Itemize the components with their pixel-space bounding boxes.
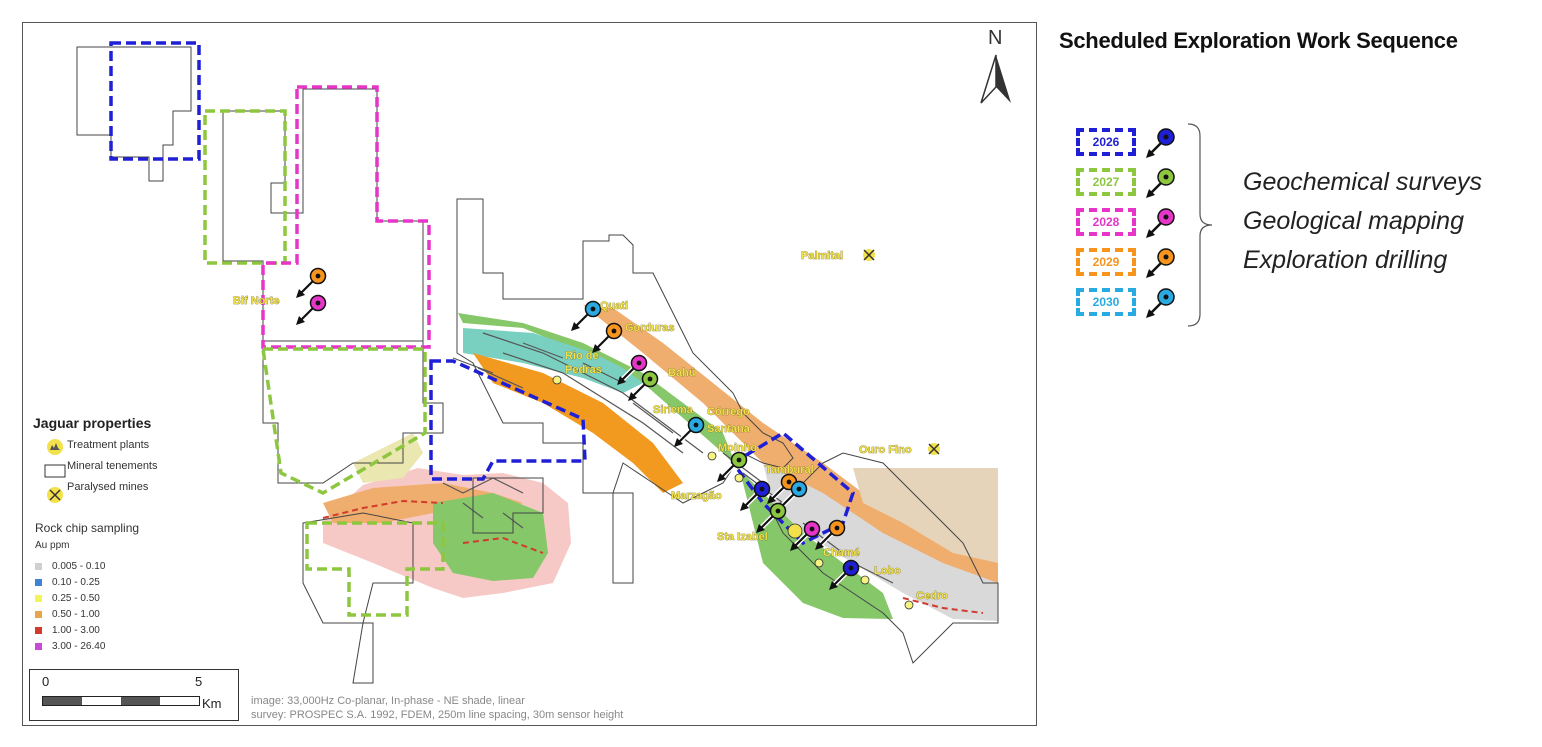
polygon-2027-north (203, 109, 287, 265)
label-marzagao: Marzagão (671, 490, 722, 502)
polygon-2027-south (260, 347, 445, 617)
rock-chip-class-row: 0.005 - 0.10 (35, 561, 105, 575)
label-palmital: Palmital (801, 250, 843, 262)
north-arrow-icon (980, 54, 1011, 104)
work-pin-icon (617, 354, 648, 385)
scale-zero: 0 (42, 674, 50, 689)
label-siriema: Siriema (653, 404, 694, 416)
scale-bar-graphic (42, 696, 200, 706)
label-lobo: Lobo (874, 565, 901, 577)
legend-item-paralysed: Paralysed mines (67, 481, 149, 493)
rock-chip-class-row: 0.50 - 1.00 (35, 609, 100, 623)
work-pin-icon (296, 267, 327, 298)
treatment-plant-icon (787, 523, 803, 539)
work-pin-icon (829, 559, 860, 590)
rock-chip-range: 0.25 - 0.50 (52, 593, 100, 604)
tenement-box-icon (44, 464, 66, 478)
work-pin-icon (815, 519, 846, 550)
rock-chip-swatch (35, 626, 42, 634)
north-label: N (988, 27, 1003, 49)
label-santana: Santana (707, 423, 751, 435)
work-pin-icon (740, 480, 771, 511)
label-bif-norte: Bif Norte (233, 295, 279, 307)
label-rio-de: Rio de (565, 350, 599, 362)
geology-southwest (323, 433, 571, 598)
schedule-title: Scheduled Exploration Work Sequence (1059, 28, 1458, 53)
activity-geochemical: Geochemical surveys (1243, 168, 1482, 196)
legend-item-treatment: Treatment plants (67, 439, 150, 451)
caption-survey: survey: PROSPEC S.A. 1992, FDEM, 250m li… (251, 709, 624, 721)
label-pedras: Pedras (565, 364, 602, 376)
label-corrego: Córrego (707, 406, 750, 418)
work-pin-icon (592, 322, 623, 353)
rock-chip-class-row: 0.25 - 0.50 (35, 593, 100, 607)
legend-item-tenements: Mineral tenements (67, 460, 158, 472)
paralysed-mine-icon (928, 443, 940, 455)
map-frame[interactable]: Bif Norte Quati Gorduras Rio de Pedras B… (22, 22, 1037, 726)
pin-icon-2029 (1146, 248, 1175, 278)
label-moinho: Moinho (718, 442, 757, 454)
label-gorduras: Gorduras (625, 322, 675, 334)
sample-points (322, 499, 984, 614)
rock-chip-range: 1.00 - 3.00 (52, 625, 100, 636)
label-sta-izabel: Sta Izabel (717, 531, 768, 543)
work-pin-icon (674, 416, 705, 447)
label-chame: Chamé (823, 547, 860, 559)
scale-unit: Km (202, 696, 222, 711)
polygon-2028-north (261, 85, 431, 349)
rock-chip-unit: Au ppm (35, 540, 70, 551)
work-pin-icon (628, 370, 659, 401)
map-canvas[interactable]: Bif Norte Quati Gorduras Rio de Pedras B… (23, 23, 1036, 725)
rock-chip-swatch (35, 642, 42, 650)
caption-image: image: 33,000Hz Co-planar, In-phase - NE… (251, 695, 525, 707)
rock-chip-swatch (35, 594, 42, 602)
work-pin-icon (790, 520, 821, 551)
label-bahu: Bahú (668, 367, 696, 379)
paralysed-mine-icon (863, 249, 875, 261)
polygon-2026-north (109, 41, 201, 161)
scale-five: 5 (195, 674, 203, 689)
rock-chip-class-row: 0.10 - 0.25 (35, 577, 100, 591)
scale-bar: 0 5 Km (29, 669, 239, 721)
year-box-2030: 2030 (1076, 288, 1136, 316)
brace-icon (1187, 123, 1213, 327)
pin-icon-2026 (1146, 128, 1175, 158)
label-cedro: Cedro (916, 590, 948, 602)
year-box-2029: 2029 (1076, 248, 1136, 276)
work-pin-icon (717, 451, 748, 482)
rock-chip-title: Rock chip sampling (35, 521, 140, 535)
year-box-2028: 2028 (1076, 208, 1136, 236)
year-box-2026: 2026 (1076, 128, 1136, 156)
rock-chip-range: 3.00 - 26.40 (52, 641, 106, 652)
rock-chip-swatch (35, 610, 42, 618)
location-labels: Bif Norte Quati Gorduras Rio de Pedras B… (233, 250, 949, 603)
work-pins (296, 267, 860, 590)
pin-icon-2030 (1146, 288, 1175, 318)
year-box-2027: 2027 (1076, 168, 1136, 196)
legend-title: Jaguar properties (33, 415, 152, 431)
rock-chip-range: 0.10 - 0.25 (52, 577, 100, 588)
location-dots (552, 375, 914, 610)
work-pin-icon (756, 502, 787, 533)
activity-geological: Geological mapping (1243, 207, 1464, 235)
activity-drilling: Exploration drilling (1243, 246, 1448, 274)
rock-chip-swatch (35, 578, 42, 586)
rock-chip-swatch (35, 562, 42, 570)
pin-icon-2027 (1146, 168, 1175, 198)
rock-chip-class-row: 1.00 - 3.00 (35, 625, 100, 639)
work-pin-icon (296, 294, 327, 325)
label-ouro-fino: Ouro Fino (859, 444, 912, 456)
pin-icon-2028 (1146, 208, 1175, 238)
legend-icons (44, 439, 66, 503)
label-tambural: Tambural (765, 464, 814, 476)
label-quati: Quati (600, 300, 628, 312)
work-pin-icon (571, 300, 602, 331)
geology-main-belt (458, 305, 998, 621)
rock-chip-range: 0.50 - 1.00 (52, 609, 100, 620)
rock-chip-class-row: 3.00 - 26.40 (35, 641, 105, 655)
rock-chip-range: 0.005 - 0.10 (52, 561, 106, 572)
